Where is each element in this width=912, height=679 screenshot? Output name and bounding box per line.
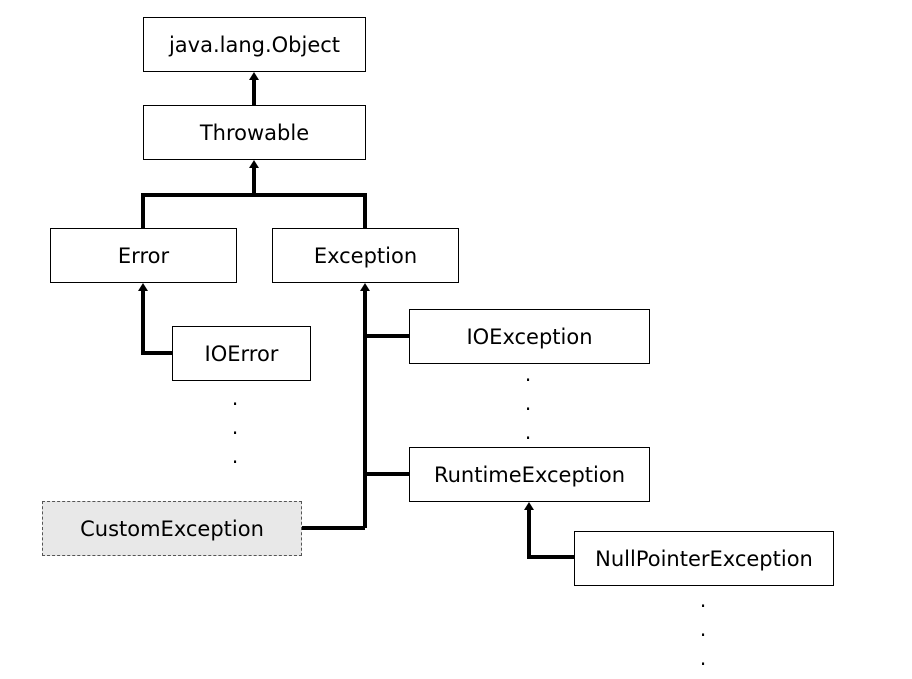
- node-object: java.lang.Object: [143, 17, 366, 72]
- ellipsis-dot: ·: [524, 397, 532, 421]
- node-ioexception: IOException: [409, 309, 650, 364]
- ellipsis-dot: ·: [231, 392, 239, 416]
- ellipsis-dot: ·: [699, 652, 707, 676]
- node-ioerror: IOError: [172, 326, 311, 381]
- ellipsis-under-ioexception: · · ·: [518, 366, 538, 453]
- edge-exception-to-throwable: [254, 193, 367, 228]
- node-custom-exception: CustomException: [42, 501, 302, 556]
- ellipsis-dot: ·: [699, 623, 707, 647]
- node-exception: Exception: [272, 228, 459, 283]
- edge-ioerror-to-error: [138, 283, 172, 355]
- node-null-pointer-exception: NullPointerException: [574, 531, 834, 586]
- ellipsis-dot: ·: [231, 450, 239, 474]
- node-error: Error: [50, 228, 237, 283]
- ellipsis-dot: ·: [524, 368, 532, 392]
- ellipsis-under-npe: · · ·: [693, 592, 713, 679]
- ellipsis-dot: ·: [231, 421, 239, 445]
- ellipsis-dot: ·: [524, 426, 532, 450]
- edge-error-to-throwable: [141, 193, 254, 228]
- ellipsis-under-ioerror: · · ·: [225, 390, 245, 477]
- node-runtime-exception: RuntimeException: [409, 447, 650, 502]
- node-throwable: Throwable: [143, 105, 366, 160]
- edge-npe-to-runtime: [524, 502, 575, 559]
- ellipsis-dot: ·: [699, 594, 707, 618]
